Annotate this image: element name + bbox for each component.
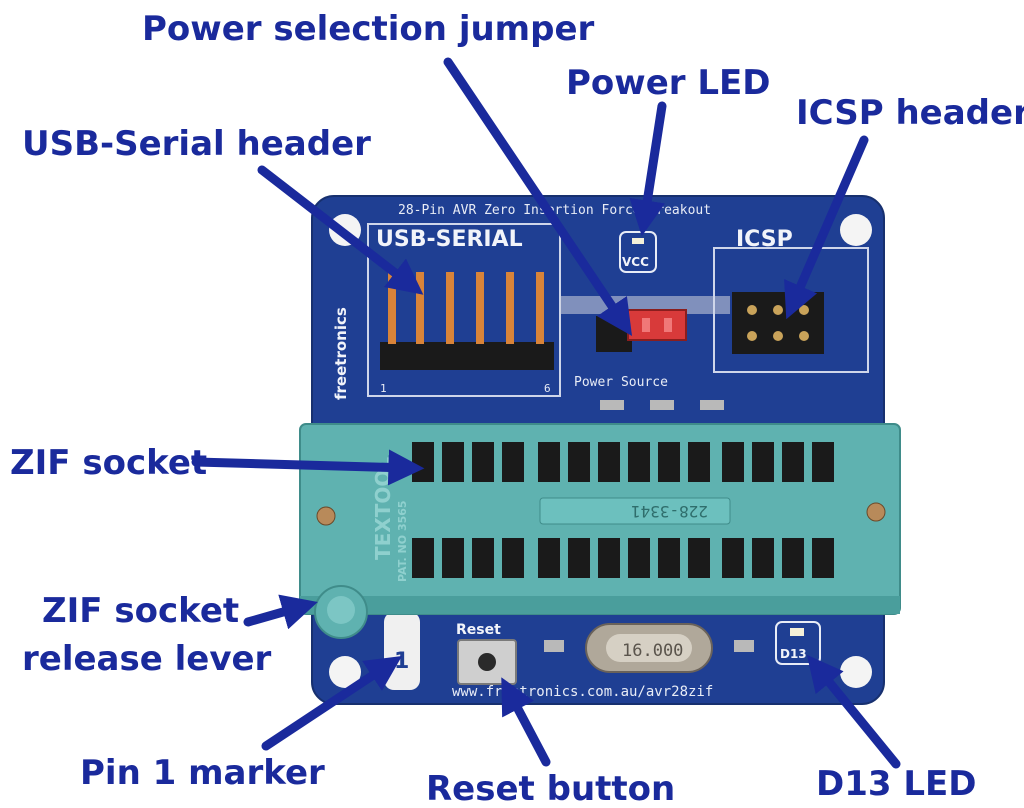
mounting-hole [840,656,872,688]
label-usb-serial-header: USB-Serial header [22,124,371,164]
smd-component [650,400,674,410]
label-zif-release-line1: ZIF socket [42,591,239,631]
icsp-header [732,292,824,354]
zif-contacts-bottom [412,538,834,578]
crystal: 16.000 [585,623,713,673]
smd-component [700,400,724,410]
arrow-icsp-header [784,135,869,320]
d13-led [790,628,804,636]
icsp-outline [713,247,869,373]
zif-patent: PAT. NO 3565 [396,500,409,582]
usb-serial-label: USB-SERIAL [376,227,523,252]
freetronics-logo: freetronics [332,307,350,400]
zif-part-number: 228-3341 [631,502,708,521]
label-zif-release-line2: release lever [22,639,272,679]
icsp-label: ICSP [736,227,793,252]
smd-component [544,640,564,652]
label-pin1-marker: Pin 1 marker [80,753,325,793]
d13-led-outline [775,621,821,665]
arrow-power-selection-jumper [443,57,633,336]
mounting-hole [840,214,872,246]
arrow-zif-socket [191,449,425,486]
callout-arrows [191,57,901,769]
zif-brand: TEXTOOL [371,457,395,560]
power-jumper [627,309,687,341]
arrow-reset-button [501,677,551,767]
pin-end-label: 6 [544,382,551,395]
label-power-led: Power LED [566,63,770,103]
reset-label: Reset [456,622,501,638]
label-d13-led: D13 LED [816,764,977,804]
arrow-zif-release-lever [243,594,318,630]
label-reset-button: Reset button [426,769,675,808]
vcc-label: VCC [622,255,649,269]
d13-label: D13 [780,647,807,661]
callout-labels: Power selection jumper Power LED ICSP he… [10,9,1024,808]
pin-start-label: 1 [380,382,387,395]
arrow-pin1-marker [261,656,403,751]
screw [316,506,336,526]
label-icsp-header: ICSP header [796,93,1024,133]
crystal-label: 16.000 [622,641,683,661]
arrow-usb-serial-header [257,165,424,295]
power-led [632,238,644,244]
pin1-number: 1 [394,649,409,674]
url-label: www.freetronics.com.au/avr28zif [452,684,713,700]
power-source-label: Power Source [574,375,668,390]
label-zif-socket: ZIF socket [10,443,207,483]
usb-serial-header [380,272,554,370]
mounting-hole [329,656,361,688]
reset-button [457,639,517,685]
arrow-power-led [629,101,667,237]
smd-component [600,400,624,410]
arrow-d13-led [806,654,901,769]
zif-socket: 228-3341 TEXTOOL PAT. NO 3565 [299,423,901,639]
label-power-selection-jumper: Power selection jumper [142,9,595,49]
screw [866,502,886,522]
smd-component [734,640,754,652]
